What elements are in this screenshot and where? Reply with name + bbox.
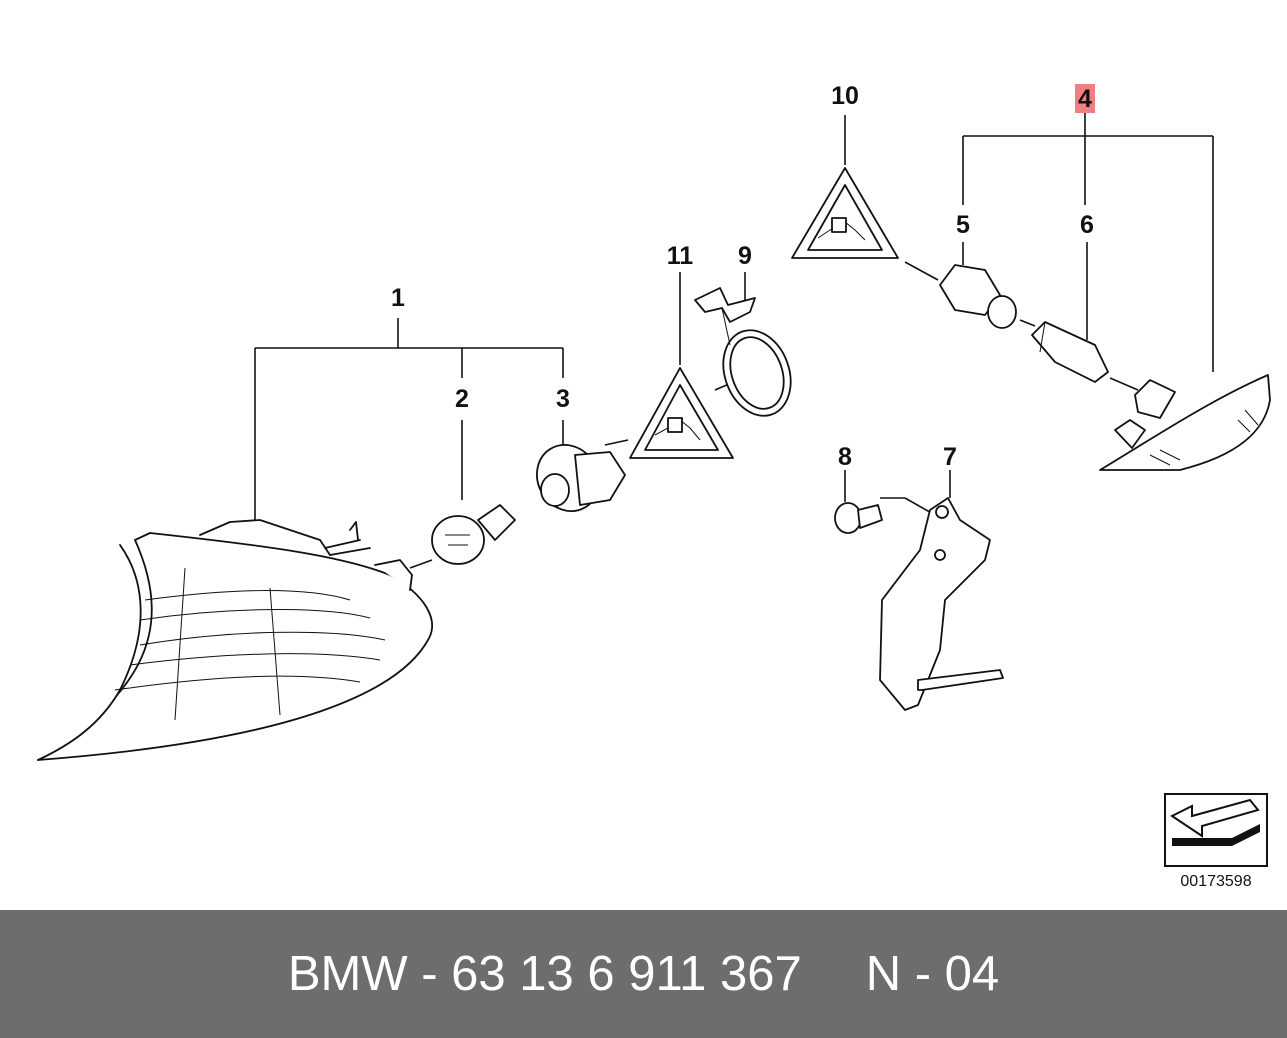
callout-5: 5 [956,211,970,239]
corner-lamp-housing [37,519,433,761]
part-number-footer: BMW - 63 13 6 911 367 N - 04 [0,910,1287,1038]
callout-3: 3 [556,385,570,413]
callout-2: 2 [455,385,469,413]
callout-1: 1 [391,284,405,312]
callout-8: 8 [838,443,852,471]
parts-diagram: 1 2 3 4 5 6 7 8 9 10 11 00173598 [37,82,1271,890]
warning-triangle-11 [629,367,734,459]
leader-lines [254,113,1214,569]
side-repeater-lamp [1099,374,1271,471]
callout-11: 11 [667,242,694,270]
callout-10: 10 [831,82,859,110]
part-number: BMW - 63 13 6 911 367 [287,947,802,1001]
callout-6: 6 [1080,211,1094,239]
bulb-2 [431,504,516,565]
expanding-rivet [834,502,883,534]
callout-4: 4 [1078,85,1092,113]
mounting-bracket [879,497,1004,711]
bulb-socket [536,444,626,512]
callout-4-highlight [1075,84,1095,113]
callout-9: 9 [738,242,752,270]
diagram-id: 00173598 [1180,873,1251,890]
warning-triangle-10 [791,167,899,259]
side-socket [939,264,1017,329]
clip-ring [694,287,792,417]
callout-7: 7 [943,443,957,471]
orientation-arrow-icon [1164,793,1268,867]
callout-labels: 1 2 3 4 5 6 7 8 9 10 11 [391,82,1095,471]
part-code: N - 04 [865,947,1000,1001]
wedge-bulb [1031,321,1109,383]
